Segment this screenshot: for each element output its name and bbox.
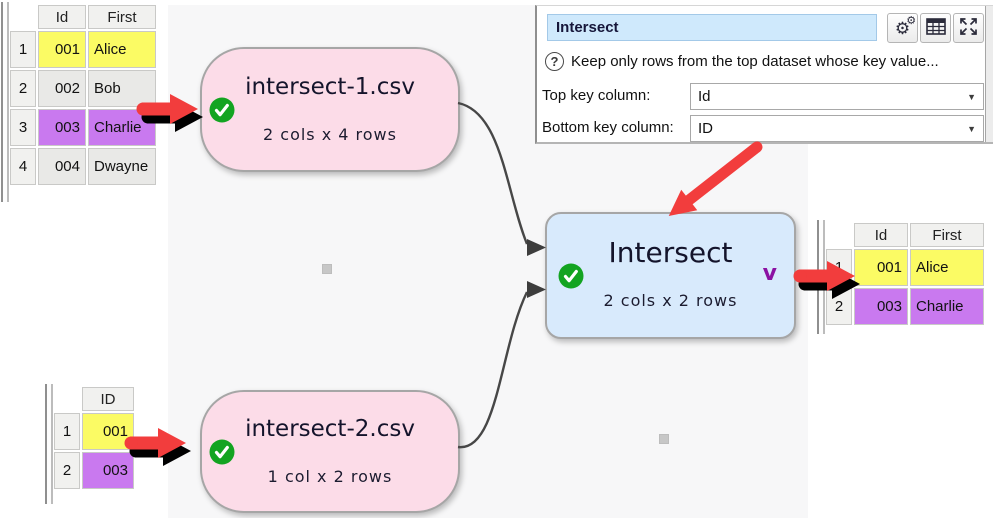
expand-chevron[interactable]: v bbox=[762, 260, 777, 286]
node-title: Intersect bbox=[608, 236, 733, 269]
help-icon[interactable]: ? bbox=[545, 52, 564, 71]
check-ok-icon bbox=[558, 263, 584, 289]
node-intersect-transform[interactable]: Intersect 2 cols x 2 rows v bbox=[545, 212, 796, 339]
node-intersect-2-csv[interactable]: intersect-2.csv 1 col x 2 rows bbox=[200, 390, 460, 513]
window-edge bbox=[1, 2, 9, 202]
check-ok-icon bbox=[209, 97, 235, 123]
table-icon bbox=[925, 17, 946, 39]
grid-dot bbox=[659, 434, 669, 444]
data-cell: Alice bbox=[88, 31, 156, 68]
column-header: First bbox=[910, 223, 984, 247]
node-title: intersect-1.csv bbox=[245, 74, 415, 100]
row-number: 1 bbox=[54, 413, 80, 450]
combobox-value: ID bbox=[698, 120, 713, 137]
data-cell: 003 bbox=[82, 452, 134, 489]
data-cell: 002 bbox=[38, 70, 86, 107]
column-header: ID bbox=[82, 387, 134, 411]
expand-arrows-icon bbox=[958, 16, 979, 41]
data-cell: 004 bbox=[38, 148, 86, 185]
check-ok-icon bbox=[209, 439, 235, 465]
data-cell: Charlie bbox=[88, 109, 156, 146]
data-cell: Alice bbox=[910, 249, 984, 286]
data-cell: 003 bbox=[854, 288, 908, 325]
data-cell: Dwayne bbox=[88, 148, 156, 185]
transform-description: Keep only rows from the top dataset whos… bbox=[571, 53, 939, 70]
column-header: Id bbox=[38, 5, 86, 29]
chevron-down-icon: ▼ bbox=[967, 123, 976, 134]
data-cell: Charlie bbox=[910, 288, 984, 325]
show-table-button[interactable] bbox=[920, 13, 951, 43]
expand-panel-button[interactable] bbox=[953, 13, 984, 43]
chevron-down-icon: ▼ bbox=[967, 91, 976, 102]
row-number: 2 bbox=[10, 70, 36, 107]
column-header: Id bbox=[854, 223, 908, 247]
transform-name-input[interactable] bbox=[547, 14, 877, 41]
data-cell: Bob bbox=[88, 70, 156, 107]
row-number: 1 bbox=[10, 31, 36, 68]
top-key-label: Top key column: bbox=[542, 87, 651, 104]
row-number: 3 bbox=[10, 109, 36, 146]
row-number: 2 bbox=[826, 288, 852, 325]
top-key-combobox[interactable]: Id ▼ bbox=[690, 83, 984, 110]
corner-cell bbox=[54, 387, 80, 411]
corner-cell bbox=[10, 5, 36, 29]
node-status: 2 cols x 4 rows bbox=[263, 125, 397, 144]
row-number: 2 bbox=[54, 452, 80, 489]
node-status: 1 col x 2 rows bbox=[267, 467, 393, 486]
column-header: First bbox=[88, 5, 156, 29]
grid-dot bbox=[322, 264, 332, 274]
window-edge bbox=[45, 384, 53, 504]
bottom-key-label: Bottom key column: bbox=[542, 119, 674, 136]
data-cell: 003 bbox=[38, 109, 86, 146]
data-cell: 001 bbox=[82, 413, 134, 450]
row-number: 4 bbox=[10, 148, 36, 185]
corner-cell bbox=[826, 223, 852, 247]
data-cell: 001 bbox=[854, 249, 908, 286]
node-title: intersect-2.csv bbox=[245, 416, 415, 442]
row-number: 1 bbox=[826, 249, 852, 286]
gear-icon: ⚙⚙ bbox=[894, 14, 917, 38]
bottom-key-combobox[interactable]: ID ▼ bbox=[690, 115, 984, 142]
combobox-value: Id bbox=[698, 88, 711, 105]
panel-scrollbar[interactable] bbox=[985, 6, 993, 142]
data-cell: 001 bbox=[38, 31, 86, 68]
node-status: 2 cols x 2 rows bbox=[603, 291, 738, 310]
node-intersect-1-csv[interactable]: intersect-1.csv 2 cols x 4 rows bbox=[200, 47, 460, 172]
transform-properties-panel: ⚙⚙ ? Keep only rows from t bbox=[535, 5, 993, 144]
settings-button[interactable]: ⚙⚙ bbox=[887, 13, 918, 43]
